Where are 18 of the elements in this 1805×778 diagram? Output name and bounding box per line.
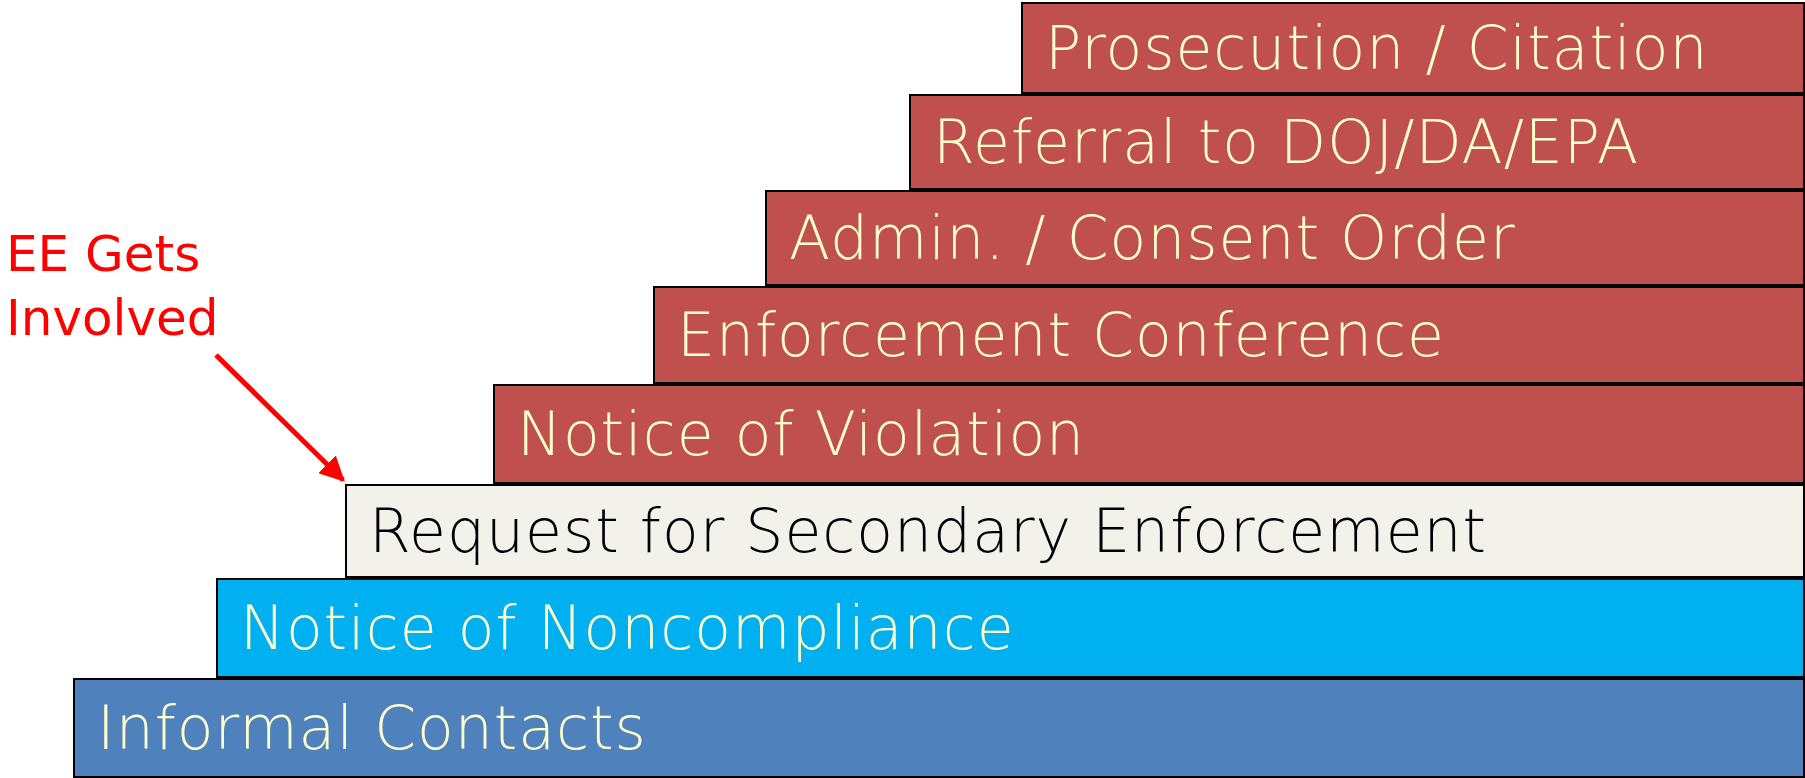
step-bar — [1021, 2, 1805, 94]
step-bar — [653, 286, 1805, 384]
step-label: Request for Secondary Enforcement — [369, 496, 1488, 566]
step-label: Notice of Violation — [517, 399, 1086, 469]
step-bar — [493, 384, 1805, 484]
step-bar — [765, 190, 1805, 286]
step-label: Admin. / Consent Order — [789, 203, 1516, 273]
step-label: Informal Contacts — [97, 693, 647, 763]
step-bar — [345, 484, 1805, 578]
step-bar — [73, 678, 1805, 778]
step-label: Enforcement Conference — [677, 300, 1445, 370]
arrow — [214, 353, 345, 482]
step-label: Referral to DOJ/DA/EPA — [933, 107, 1640, 177]
step-bar — [216, 578, 1805, 678]
step-label: Prosecution / Citation — [1045, 13, 1709, 83]
step-label: Notice of Noncompliance — [240, 593, 1015, 663]
step-bar — [909, 94, 1805, 190]
annotation-text: EE Gets Involved — [6, 222, 266, 350]
